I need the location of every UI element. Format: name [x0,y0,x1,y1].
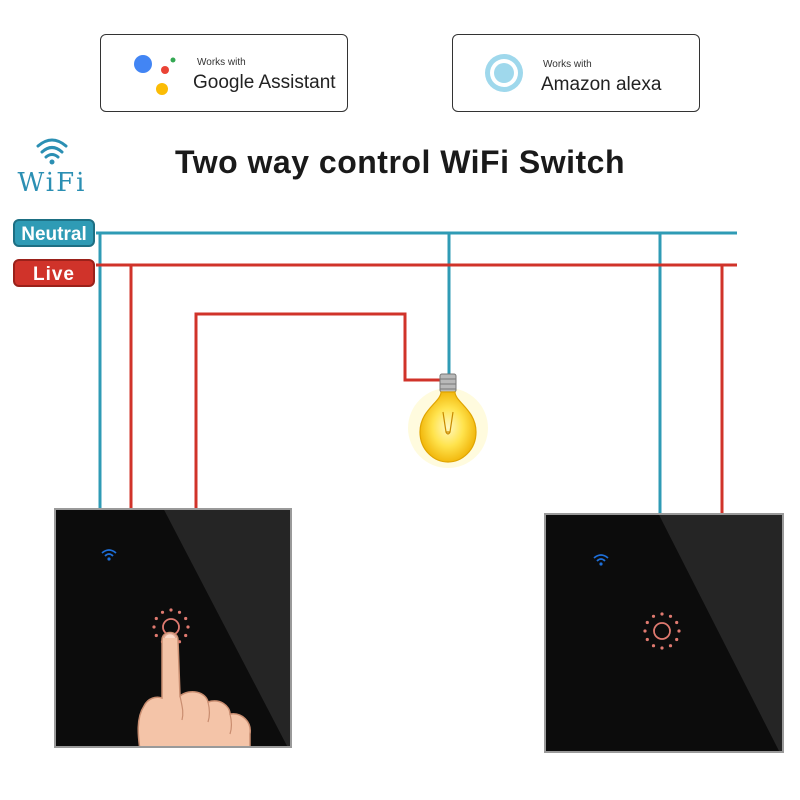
google-badge-big-text: Google Assistant [193,72,336,93]
pointing-finger-icon [137,631,251,746]
load-wire-to-bulb [194,312,446,510]
switch-panel-2[interactable] [544,513,784,753]
page-title: Two way control WiFi Switch [175,144,625,180]
google-badge-small-text: Works with [197,57,246,68]
wifi-icon [36,138,68,165]
alexa-badge-big-text: Amazon alexa [541,74,662,95]
google-assistant-badge: Works with Google Assistant [100,34,348,112]
live-wires [96,263,737,515]
wifi-indicator-icon [593,554,609,566]
alexa-ring-icon [485,54,523,92]
google-assistant-dots-icon [134,55,176,95]
wifi-indicator-icon [101,549,117,561]
wifi-logo: WiFi [6,134,98,200]
light-bulb-icon [408,373,488,468]
touch-ring-icon[interactable] [640,609,684,653]
live-label: Live [13,259,95,287]
glass-sheen [164,510,290,746]
amazon-alexa-badge: Works with Amazon alexa [452,34,700,112]
wifi-logo-text: WiFi [17,168,87,198]
neutral-label: Neutral [13,219,95,247]
glass-sheen [659,515,782,751]
switch-panel-1[interactable] [54,508,292,748]
neutral-wires [96,231,737,515]
alexa-badge-small-text: Works with [543,59,592,70]
